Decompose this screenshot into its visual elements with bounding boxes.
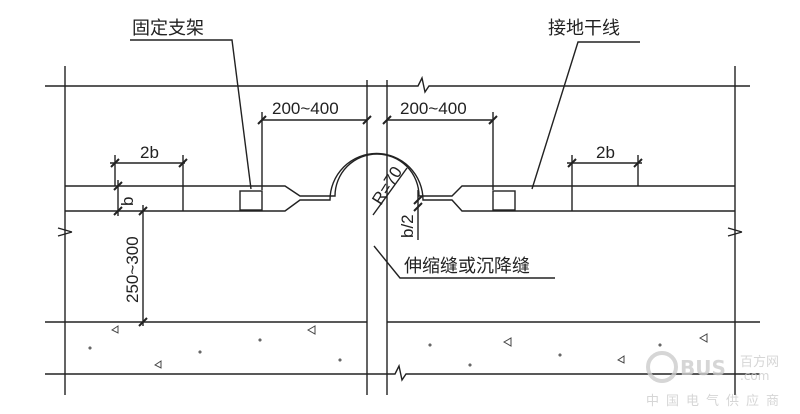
watermark: BUS 百方网 .com 中国电气供应商 bbox=[646, 351, 786, 409]
half-b-dimension: b/2 bbox=[398, 214, 417, 238]
left-span-dimension: 200~400 bbox=[272, 99, 339, 118]
grounding-trunk-label: 接地干线 bbox=[548, 18, 620, 39]
watermark-slogan: 中国电气供应商 bbox=[646, 393, 786, 409]
right-2b-dimension: 2b bbox=[596, 143, 615, 162]
watermark-site: 百方网 bbox=[740, 354, 779, 370]
watermark-domain: .com bbox=[740, 369, 769, 383]
right-fixed-support bbox=[492, 190, 516, 211]
radius-dimension: R=70 bbox=[368, 163, 406, 208]
bar-width-dimension: b bbox=[118, 197, 137, 206]
dimension-lines bbox=[110, 112, 643, 327]
watermark-brand: BUS bbox=[680, 356, 726, 380]
concrete-hatch bbox=[88, 325, 708, 369]
leader-lines bbox=[130, 39, 640, 279]
left-fixed-support bbox=[239, 190, 263, 211]
right-span-dimension: 200~400 bbox=[400, 99, 467, 118]
wall-lines bbox=[45, 66, 760, 395]
left-2b-dimension: 2b bbox=[140, 143, 159, 162]
grounding-busbar bbox=[65, 152, 735, 212]
expansion-joint-label: 伸缩缝或沉降缝 bbox=[404, 256, 530, 277]
fixed-support-label: 固定支架 bbox=[132, 18, 204, 39]
height-dimension: 250~300 bbox=[123, 236, 142, 303]
